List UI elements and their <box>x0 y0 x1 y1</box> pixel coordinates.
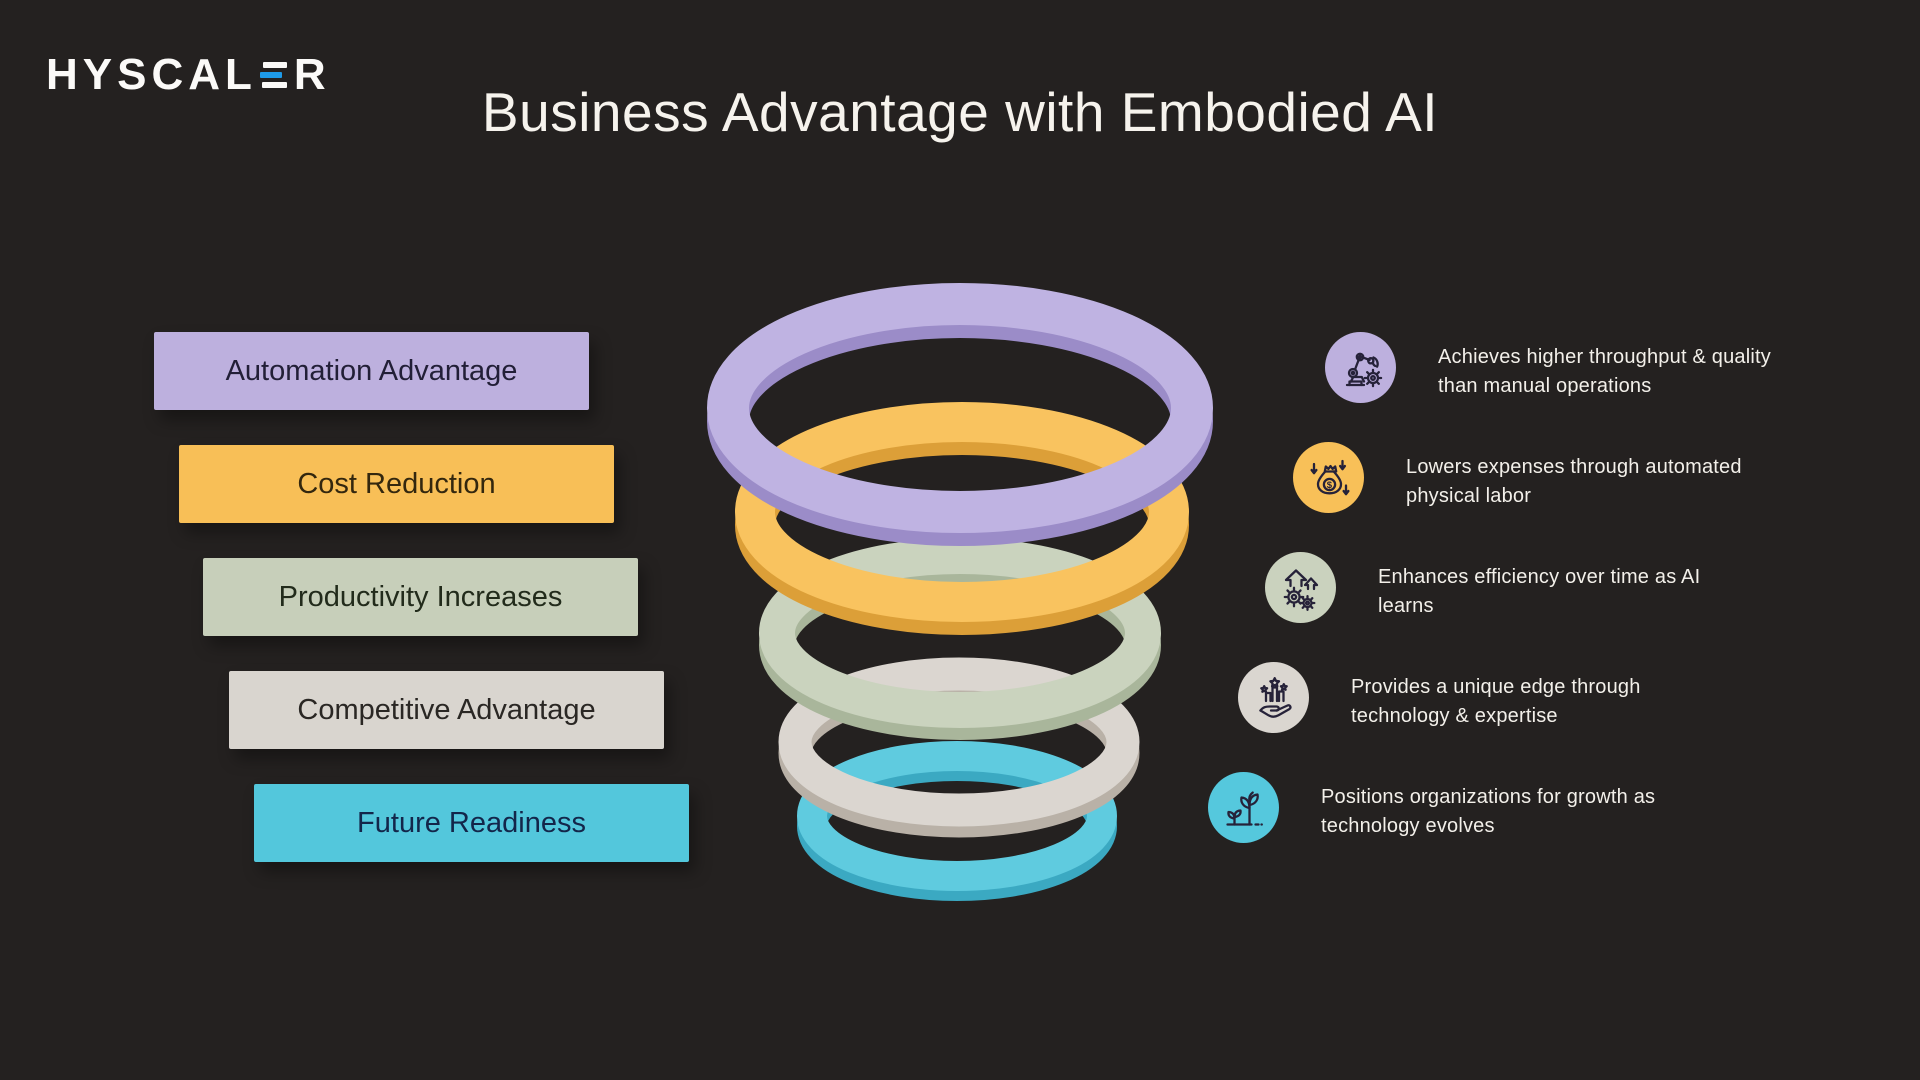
growth-plants-icon <box>1225 790 1263 826</box>
ring-automation-advantage <box>707 283 1213 546</box>
stage-label-competitive-advantage: Competitive Advantage <box>229 671 664 749</box>
logo-text-prefix: HYSCAL <box>46 50 257 99</box>
stage-label-text: Cost Reduction <box>297 467 496 500</box>
svg-text:$: $ <box>1326 480 1332 491</box>
gears-up-arrows-icon <box>1283 568 1318 611</box>
page-title: Business Advantage with Embodied AI <box>481 81 1439 143</box>
stage-label-productivity-increases: Productivity Increases <box>203 558 638 636</box>
benefit-icon-circle <box>1238 662 1309 733</box>
stage-label-cost-reduction: Cost Reduction <box>179 445 614 523</box>
stage-label-automation-advantage: Automation Advantage <box>154 332 589 410</box>
benefit-icon-circle <box>1208 772 1279 843</box>
ring-cost-reduction <box>735 402 1189 635</box>
stage-label-text: Future Readiness <box>357 806 586 839</box>
benefit-icon-circle <box>1325 332 1396 403</box>
hand-achievement-icon <box>1258 676 1292 718</box>
logo-text-suffix: R <box>293 50 331 99</box>
logo-stylized-e-icon <box>259 58 287 92</box>
ring-future-readiness <box>797 741 1117 901</box>
robot-arm-icon <box>1345 352 1382 387</box>
stage-label-text: Productivity Increases <box>278 580 563 613</box>
benefit-icon-circle: $ <box>1293 442 1364 513</box>
ring-productivity-increases <box>759 538 1161 740</box>
money-bag-icon: $ <box>1309 459 1350 495</box>
stage-label-text: Automation Advantage <box>225 354 518 387</box>
stage-label-text: Competitive Advantage <box>297 693 596 726</box>
stage-label-future-readiness: Future Readiness <box>254 784 689 862</box>
benefit-icon-circle <box>1265 552 1336 623</box>
ring-competitive-advantage <box>778 657 1140 838</box>
hyscaler-logo: HYSCAL R <box>46 50 331 100</box>
